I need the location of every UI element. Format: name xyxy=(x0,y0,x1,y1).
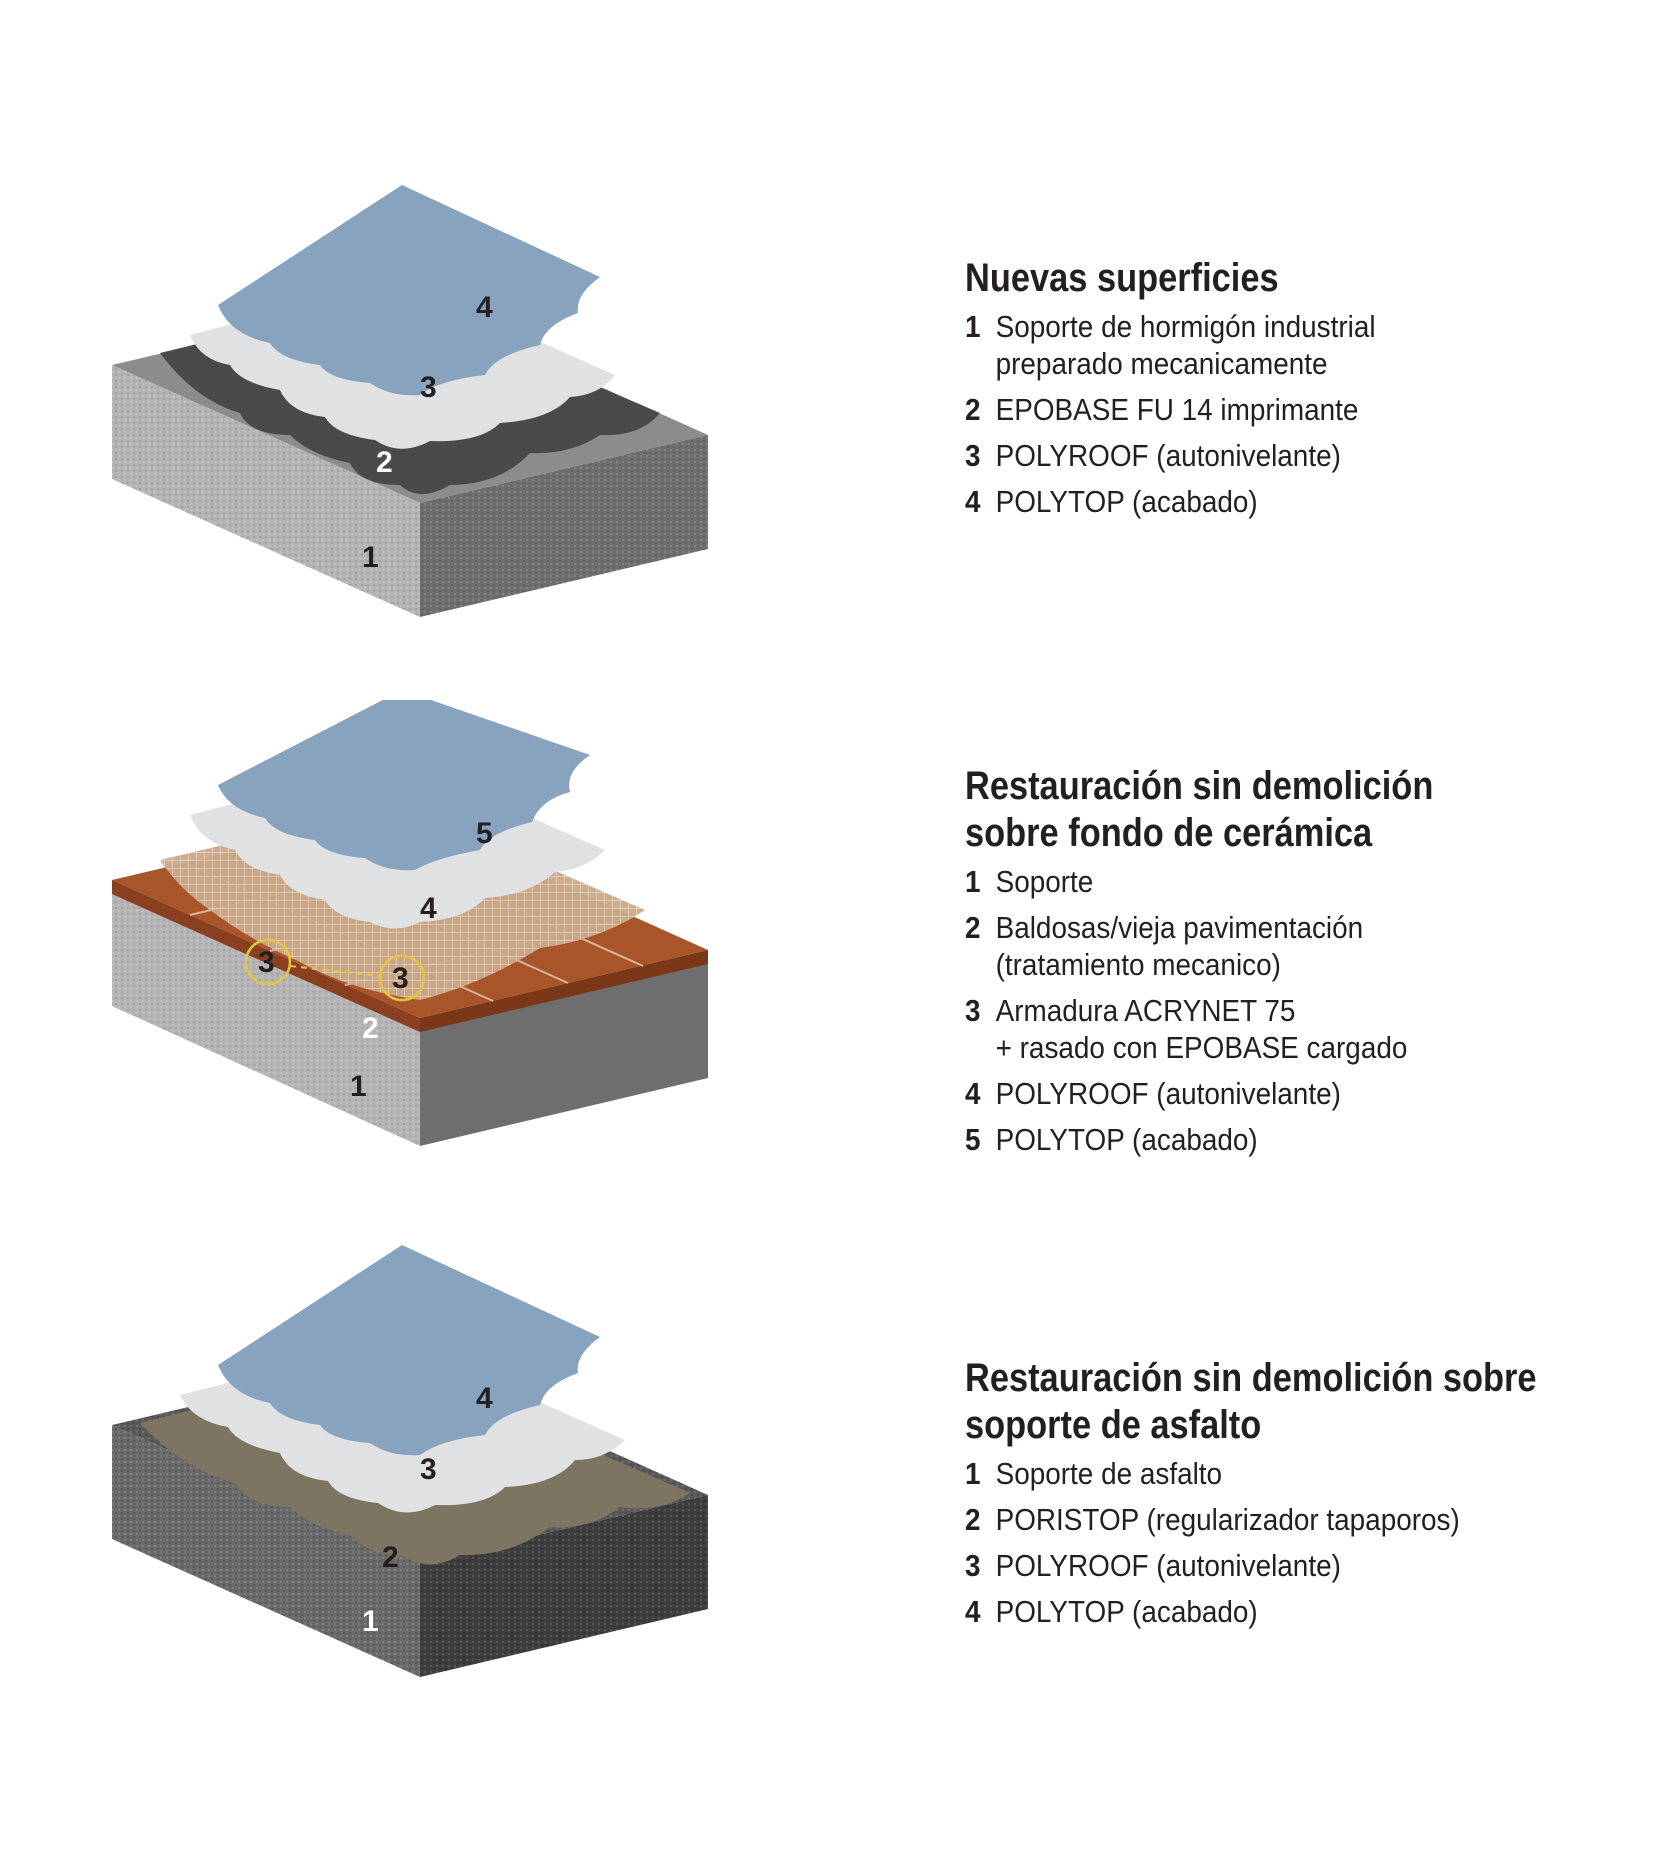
layer-label-1: 1 xyxy=(350,1070,367,1103)
layer-label-3b: 3 xyxy=(392,962,409,995)
legend: Nuevas superficies 1 Soporte de hormigón … xyxy=(965,255,1645,529)
list-item: 2 EPOBASE FU 14 imprimante xyxy=(965,391,1631,428)
item-number: 1 xyxy=(965,1456,981,1491)
layer-label-5: 5 xyxy=(476,817,493,850)
layer-label-1: 1 xyxy=(362,541,379,574)
item-text: POLYROOF (autonivelante) xyxy=(995,1076,1341,1111)
polytop-layer xyxy=(218,185,600,396)
item-number: 3 xyxy=(965,438,981,473)
list-item: 3 Armadura ACRYNET 75 + rasado con EPOBAS… xyxy=(965,992,1631,1066)
item-text: EPOBASE FU 14 imprimante xyxy=(995,392,1359,427)
layer-block-svg: 1 2 3 3 4 5 xyxy=(112,700,708,1146)
item-number: 2 xyxy=(965,1502,981,1537)
item-number: 2 xyxy=(965,910,981,945)
item-number: 4 xyxy=(965,484,981,519)
item-number: 4 xyxy=(965,1594,981,1629)
list-item: 4 POLYTOP (acabado) xyxy=(965,483,1631,520)
item-number: 2 xyxy=(965,392,981,427)
item-number: 4 xyxy=(965,1076,981,1111)
polytop-layer xyxy=(218,700,590,871)
layer-label-2: 2 xyxy=(382,1541,399,1574)
list-item: 1 Soporte xyxy=(965,863,1631,900)
list-item: 2 PORISTOP (regularizador tapaporos) xyxy=(965,1501,1631,1538)
legend-list: 1 Soporte 2 Baldosas/vieja pavimentación (… xyxy=(965,863,1645,1158)
support-right-face xyxy=(420,962,708,1146)
item-text: POLYTOP (acabado) xyxy=(995,1122,1258,1157)
layer-label-3: 3 xyxy=(420,1453,437,1486)
layer-label-3: 3 xyxy=(420,371,437,404)
list-item: 2 Baldosas/vieja pavimentación (tratamien… xyxy=(965,909,1631,983)
mesh-highlight-circle-left xyxy=(244,938,292,986)
layer-label-4: 4 xyxy=(476,291,493,324)
legend-list: 1 Soporte de hormigón industrial preparad… xyxy=(965,308,1645,520)
list-item: 4 POLYTOP (acabado) xyxy=(965,1593,1631,1630)
item-number: 5 xyxy=(965,1122,981,1157)
item-text: POLYTOP (acabado) xyxy=(995,484,1258,519)
layer-label-3a: 3 xyxy=(258,946,275,979)
layer-label-4: 4 xyxy=(476,1382,493,1415)
item-text: POLYROOF (autonivelante) xyxy=(995,1548,1341,1583)
layer-label-2: 2 xyxy=(362,1012,379,1045)
item-text: POLYROOF (autonivelante) xyxy=(995,438,1341,473)
list-item: 5 POLYTOP (acabado) xyxy=(965,1121,1631,1158)
item-text: Soporte de asfalto xyxy=(995,1456,1223,1491)
panel-title: Nuevas superficies xyxy=(965,256,1279,300)
legend-list: 1 Soporte de asfalto 2 PORISTOP (regulariz… xyxy=(965,1455,1645,1630)
tile-left-edge xyxy=(112,880,420,1032)
item-number: 3 xyxy=(965,993,981,1028)
item-text: Soporte xyxy=(995,864,1094,899)
layer-illustration: 1 2 3 4 xyxy=(100,1245,720,1715)
item-text: Soporte de hormigón industrial preparado… xyxy=(995,309,1376,381)
panel-title: Restauración sin demolición sobre fondo … xyxy=(965,764,1434,855)
list-item: 4 POLYROOF (autonivelante) xyxy=(965,1075,1631,1112)
item-number: 1 xyxy=(965,864,981,899)
item-number: 1 xyxy=(965,309,981,344)
list-item: 3 POLYROOF (autonivelante) xyxy=(965,437,1631,474)
legend: Restauración sin demolición sobre soport… xyxy=(965,1355,1645,1639)
mesh-highlight-circle-right xyxy=(378,954,426,1002)
layer-illustration: 1 2 3 4 xyxy=(100,185,720,655)
tile-right-edge xyxy=(420,950,708,1032)
layer-illustration: 1 2 3 3 4 5 xyxy=(100,700,720,1170)
item-text: PORISTOP (regularizador tapaporos) xyxy=(995,1502,1460,1537)
list-item: 1 Soporte de hormigón industrial preparad… xyxy=(965,308,1631,382)
legend: Restauración sin demolición sobre fondo … xyxy=(965,763,1645,1167)
list-item: 1 Soporte de asfalto xyxy=(965,1455,1631,1492)
list-item: 3 POLYROOF (autonivelante) xyxy=(965,1547,1631,1584)
layer-block-svg: 1 2 3 4 xyxy=(112,1245,708,1677)
item-number: 3 xyxy=(965,1548,981,1583)
polytop-layer xyxy=(218,1245,600,1456)
layer-label-1: 1 xyxy=(362,1605,379,1638)
layer-label-4: 4 xyxy=(420,892,437,925)
panel-title: Restauración sin demolición sobre soport… xyxy=(965,1356,1537,1447)
item-text: Baldosas/vieja pavimentación (tratamient… xyxy=(995,910,1364,982)
item-text: Armadura ACRYNET 75 + rasado con EPOBASE… xyxy=(995,993,1408,1065)
layer-block-svg: 1 2 3 4 xyxy=(112,185,708,617)
item-text: POLYTOP (acabado) xyxy=(995,1594,1258,1629)
layer-label-2: 2 xyxy=(376,446,393,479)
